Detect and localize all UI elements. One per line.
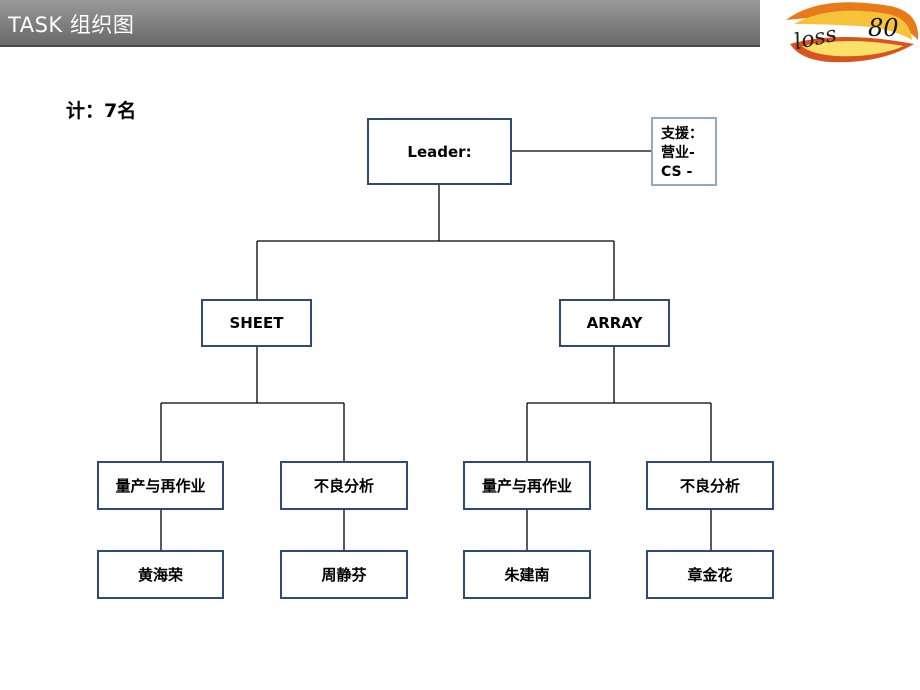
leader-box: Leader: xyxy=(367,118,512,185)
flame-logo-icon xyxy=(786,2,919,63)
team-box-array-defect-analysis: 不良分析 xyxy=(646,461,774,510)
page-title: TASK 组织图 xyxy=(8,13,135,37)
title-bar: TASK 组织图 xyxy=(0,0,760,45)
group-box-sheet: SHEET xyxy=(201,299,312,347)
logo-number: 80 xyxy=(868,14,899,42)
member-count: 计：7名 xyxy=(66,100,137,122)
logo: loss 80 xyxy=(780,0,920,72)
title-underline xyxy=(0,45,760,47)
member-box: 周静芬 xyxy=(280,550,408,599)
team-box-sheet-production: 量产与再作业 xyxy=(97,461,224,510)
team-box-sheet-defect-analysis: 不良分析 xyxy=(280,461,408,510)
support-cs: CS - xyxy=(661,164,693,180)
member-box: 朱建南 xyxy=(463,550,591,599)
team-box-array-production: 量产与再作业 xyxy=(463,461,591,510)
member-box: 章金花 xyxy=(646,550,774,599)
group-box-array: ARRAY xyxy=(559,299,670,347)
member-box: 黄海荣 xyxy=(97,550,224,599)
support-box: 支援： 营业- CS - xyxy=(651,117,717,186)
support-label: 支援： xyxy=(661,126,703,142)
support-sales: 营业- xyxy=(661,145,695,161)
